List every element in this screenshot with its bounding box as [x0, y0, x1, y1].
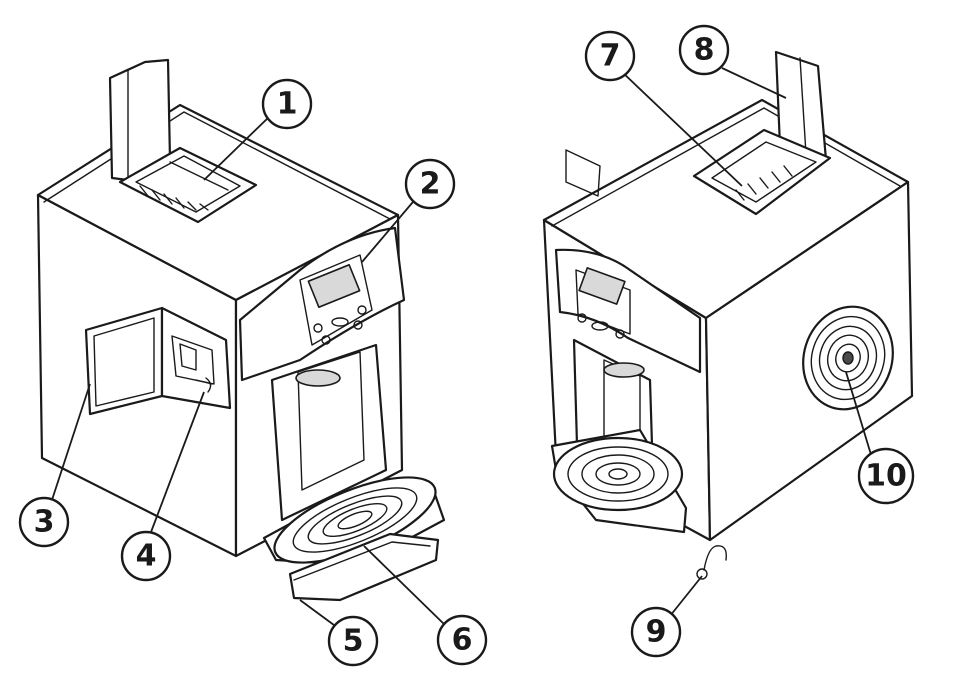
svg-text:3: 3 — [34, 505, 55, 540]
callout-1: 1 — [261, 78, 313, 130]
right-unit — [542, 50, 914, 580]
svg-text:5: 5 — [343, 624, 364, 659]
svg-text:4: 4 — [136, 539, 157, 574]
callout-7: 7 — [584, 30, 636, 82]
svg-text:9: 9 — [646, 615, 667, 650]
callout-6: 6 — [436, 614, 488, 666]
callout-9: 9 — [630, 606, 682, 658]
svg-text:2: 2 — [420, 167, 441, 202]
svg-text:8: 8 — [694, 33, 715, 68]
callout-3: 3 — [18, 496, 70, 548]
left-unit — [36, 58, 446, 602]
callout-4: 4 — [120, 530, 172, 582]
svg-text:10: 10 — [865, 459, 907, 494]
callout-10: 10 — [857, 447, 915, 505]
leader-lines — [49, 67, 873, 629]
callout-8: 8 — [678, 24, 730, 76]
svg-text:7: 7 — [600, 39, 621, 74]
callout-5: 5 — [327, 615, 379, 667]
svg-text:1: 1 — [277, 87, 298, 122]
svg-text:6: 6 — [452, 623, 473, 658]
callout-2: 2 — [404, 158, 456, 210]
